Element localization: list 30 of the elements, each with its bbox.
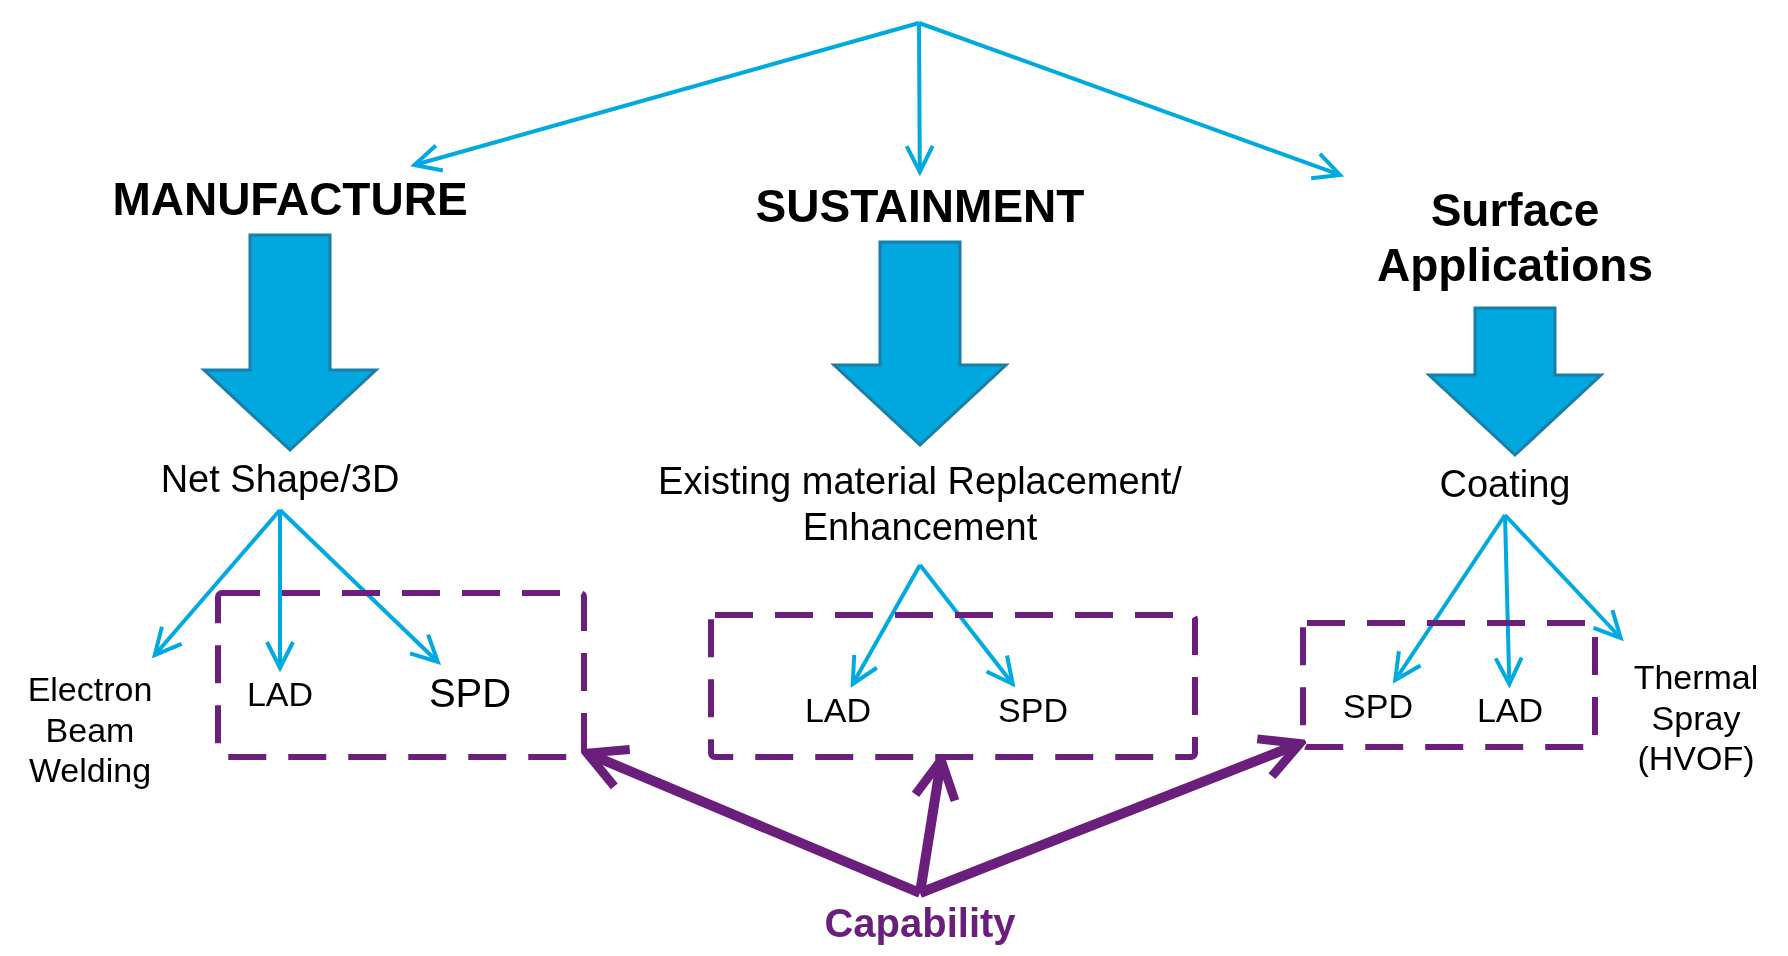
label-text: SPD: [998, 689, 1068, 731]
label-text: Thermal Spray (HVOF): [1632, 656, 1760, 780]
capability-label: Capability: [824, 900, 1016, 947]
arrow: [412, 21, 920, 173]
label-text: Coating: [1439, 462, 1571, 508]
arrow: [278, 508, 440, 664]
arrow: [904, 23, 935, 174]
label-text: SPD: [1343, 685, 1413, 727]
arrow: [918, 734, 1305, 898]
label-text: Existing material Replacement/ Enhancement: [657, 459, 1183, 550]
arrow: [582, 744, 922, 898]
label-text: Net Shape/3D: [160, 457, 400, 503]
block-arrow: [1425, 306, 1605, 458]
arrow: [918, 21, 1342, 181]
arrow: [1393, 513, 1507, 682]
heading-text: Surface Applications: [1376, 182, 1654, 293]
heading-text: SUSTAINMENT: [755, 179, 1085, 235]
label-text: SPD: [428, 670, 512, 717]
arrow: [265, 510, 295, 670]
label-text: LAD: [804, 689, 872, 731]
arrow: [918, 563, 1015, 686]
label-text: Electron Beam Welding: [26, 668, 154, 792]
label-text: LAD: [246, 673, 314, 715]
arrow: [152, 508, 282, 657]
block-arrow: [200, 233, 380, 453]
arrow: [850, 564, 922, 686]
heading-text: MANUFACTURE: [112, 172, 468, 228]
arrow: [1503, 513, 1623, 640]
block-arrow: [830, 240, 1010, 448]
label-text: LAD: [1476, 689, 1544, 731]
